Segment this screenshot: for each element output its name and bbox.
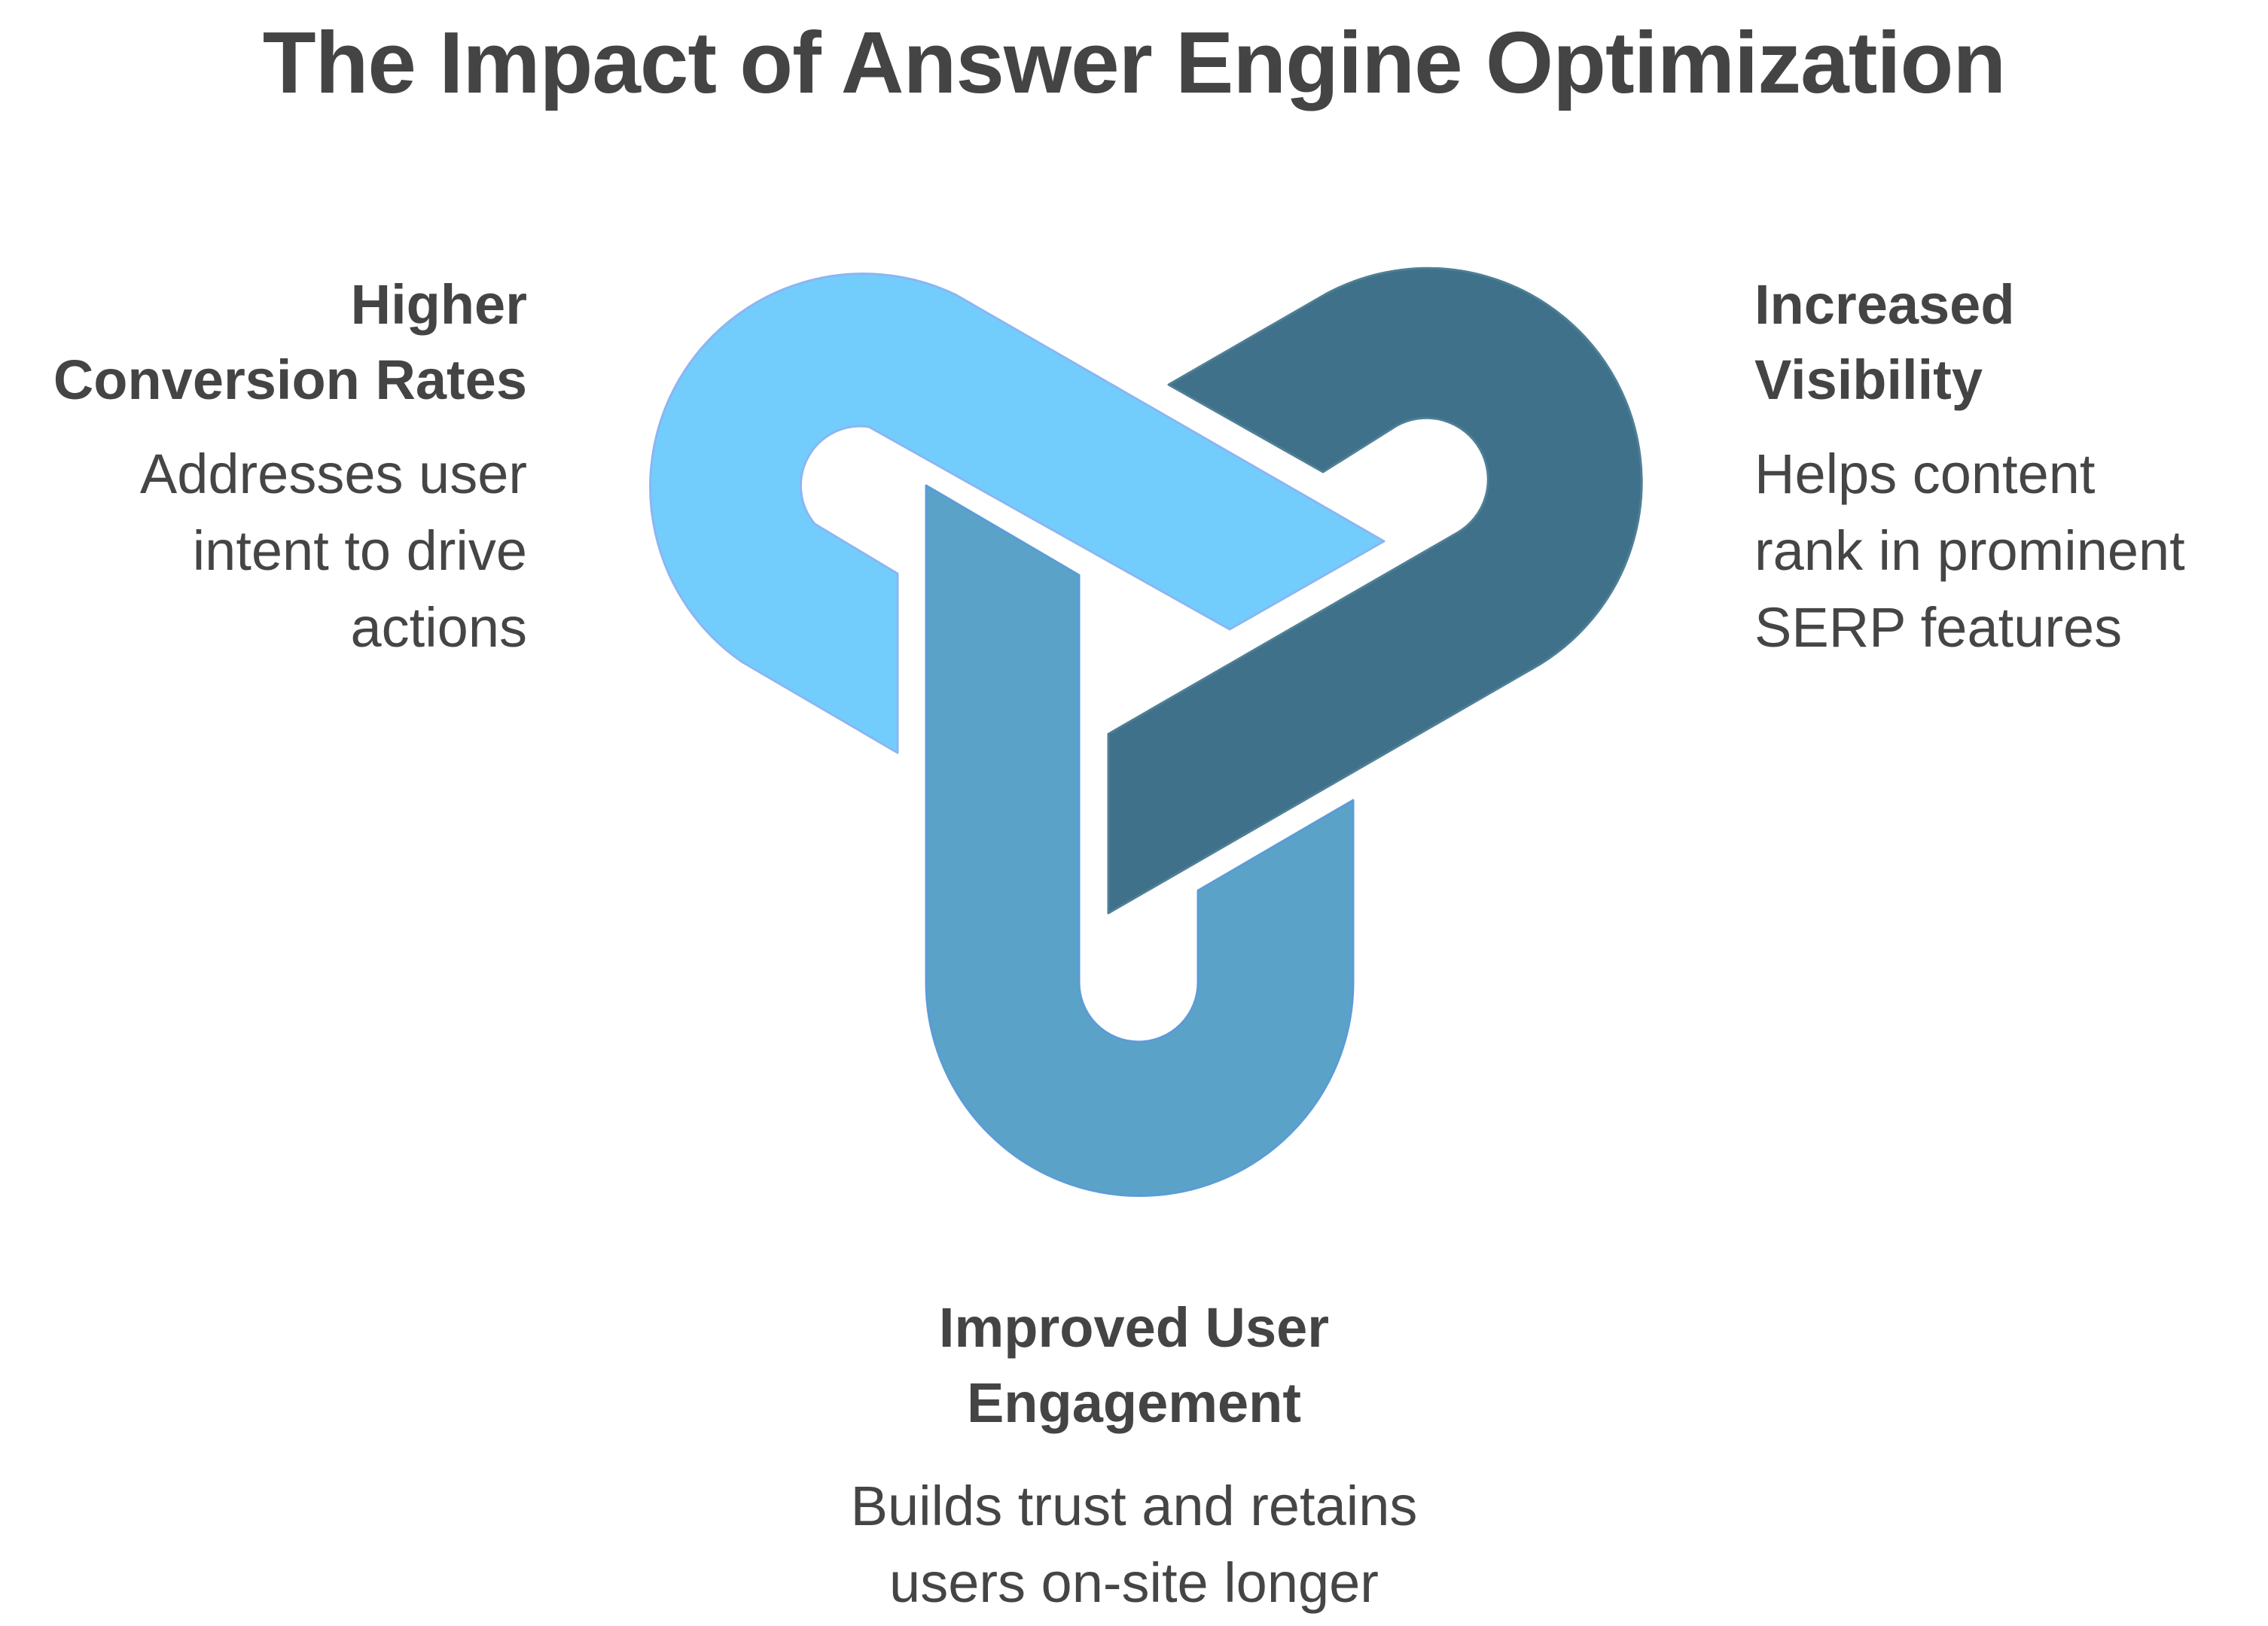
- description-line: Builds trust and retains: [850, 1475, 1418, 1537]
- segment-higher-conversion-rates: [649, 273, 1385, 754]
- item-heading: Higher Conversion Rates: [23, 267, 527, 418]
- item-description: Addresses user intent to drive actions: [23, 436, 527, 666]
- heading-line: Engagement: [966, 1372, 1302, 1434]
- item-heading: Improved User Engagement: [682, 1290, 1586, 1441]
- description-line: users on-site longer: [889, 1551, 1379, 1614]
- heading-line: Improved User: [938, 1296, 1330, 1359]
- segment-improved-user-engagement: [925, 484, 1355, 1197]
- item-description: Helps content rank in prominent SERP fea…: [1754, 436, 2251, 666]
- description-line: Addresses user: [139, 443, 527, 505]
- item-higher-conversion-rates: Higher Conversion Rates Addresses user i…: [23, 267, 527, 666]
- item-heading: Increased Visibility: [1754, 267, 2251, 418]
- heading-line: Higher: [350, 273, 527, 336]
- item-improved-user-engagement: Improved User Engagement Builds trust an…: [682, 1290, 1586, 1621]
- item-description: Builds trust and retains users on-site l…: [682, 1468, 1586, 1621]
- segment-increased-visibility: [1107, 266, 1643, 915]
- heading-line: Visibility: [1754, 349, 1983, 411]
- item-increased-visibility: Increased Visibility Helps content rank …: [1754, 267, 2251, 666]
- description-line: intent to drive: [192, 519, 527, 582]
- description-line: rank in prominent: [1754, 519, 2185, 582]
- page-title: The Impact of Answer Engine Optimization: [262, 14, 2007, 111]
- heading-line: Conversion Rates: [53, 349, 527, 411]
- description-line: SERP features: [1754, 596, 2123, 659]
- description-line: actions: [350, 596, 527, 659]
- description-line: Helps content: [1754, 443, 2096, 505]
- heading-line: Increased: [1754, 273, 2015, 336]
